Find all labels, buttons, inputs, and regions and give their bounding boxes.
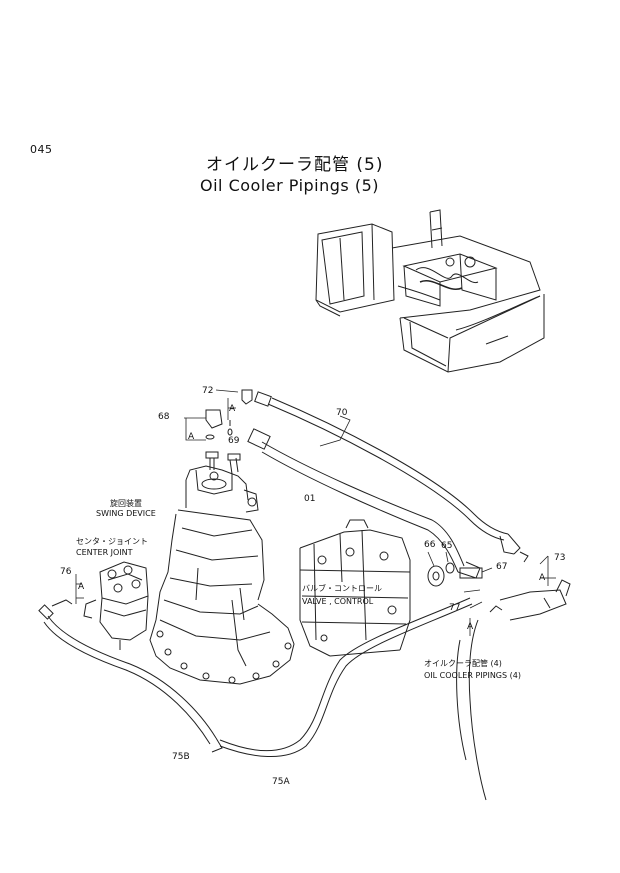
- center-joint-label-en: CENTER JOINT: [76, 548, 133, 557]
- swing-device-illustration: [149, 451, 295, 685]
- part-77-label: 77: [449, 603, 461, 613]
- oil-cooler-ref-label-en: OIL COOLER PIPINGS (4): [424, 671, 521, 680]
- control-valve-illustration: [299, 519, 411, 657]
- part-72-label: 72: [202, 386, 214, 396]
- center-joint-illustration: [83, 561, 149, 650]
- part-65-label: 65: [441, 541, 453, 551]
- ref-a-marker: A: [188, 432, 195, 442]
- swing-device-label-en: SWING DEVICE: [96, 509, 156, 518]
- title-english: Oil Cooler Pipings (5): [200, 176, 379, 195]
- fittings-66-65-67: [427, 562, 483, 587]
- oil-cooler-ref-label-jp: オイルクーラ配管 (4): [424, 659, 502, 668]
- part-75a-label: 75A: [272, 777, 290, 787]
- elbow-fittings: [205, 389, 253, 440]
- ref-a-marker: A: [467, 622, 474, 632]
- leader-lines: [75, 389, 556, 636]
- hose-70: [254, 391, 521, 555]
- hose-01: [247, 428, 481, 579]
- valve-control-label-en: VALVE , CONTROL: [302, 597, 374, 606]
- ref-a-marker: A: [539, 573, 546, 583]
- swing-device-label-jp: 旋回装置: [110, 499, 142, 508]
- oil-cooler-pipings-4-continuation: [456, 551, 571, 801]
- part-70-label: 70: [336, 408, 348, 418]
- part-76-label: 76: [60, 567, 72, 577]
- part-75b-label: 75B: [172, 752, 190, 762]
- title-japanese: オイルクーラ配管 (5): [206, 155, 384, 175]
- valve-control-label-jp: バルブ・コントロール: [302, 584, 382, 593]
- ref-a-marker: A: [78, 582, 85, 592]
- ref-a-marker: A: [229, 404, 236, 414]
- hose-75b: [38, 599, 223, 753]
- excavator-overview-illustration: [315, 209, 545, 373]
- part-66-label: 66: [424, 540, 436, 550]
- part-01-label: 01: [304, 494, 316, 504]
- part-68-label: 68: [158, 412, 170, 422]
- center-joint-label-jp: センタ・ジョイント: [76, 537, 148, 546]
- part-67-label: 67: [496, 562, 508, 572]
- part-69-label: 69: [228, 436, 240, 446]
- page-number: 045: [30, 143, 53, 156]
- part-73-label: 73: [554, 553, 566, 563]
- hose-75a: [219, 597, 473, 757]
